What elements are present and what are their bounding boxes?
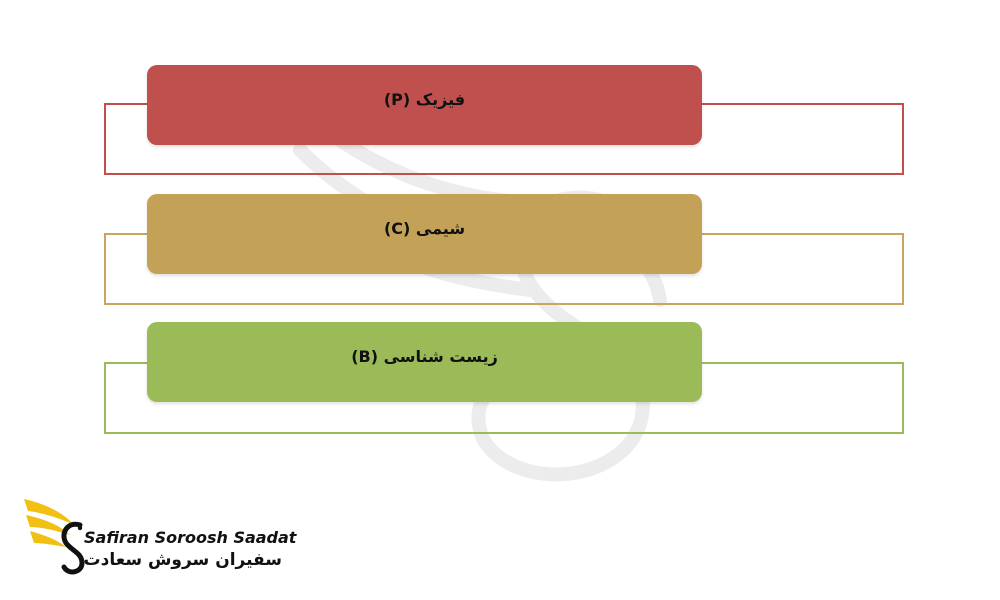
subject-box: فیزیک (P) [147, 65, 702, 145]
subject-label: شیمی (C) [383, 218, 466, 238]
subject-label: زیست شناسی (B) [351, 346, 498, 366]
logo-name-en: Safiran Soroosh Saadat [84, 528, 297, 547]
phoenix-icon [24, 499, 85, 575]
company-logo: Safiran Soroosh Saadat سفیران سروش سعادت [22, 495, 296, 585]
subject-box: شیمی (C) [147, 194, 702, 274]
subject-label: فیزیک (P) [383, 89, 466, 109]
subject-box: زیست شناسی (B) [147, 322, 702, 402]
logo-name-fa: سفیران سروش سعادت [83, 550, 282, 570]
